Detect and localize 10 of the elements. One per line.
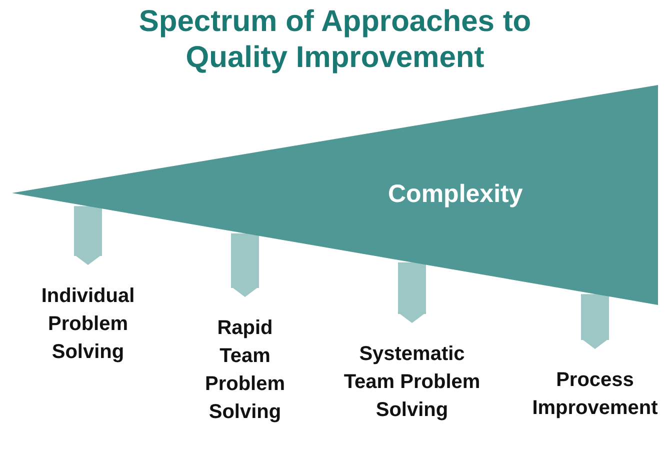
down-arrow <box>398 262 426 323</box>
down-arrow <box>231 233 259 297</box>
approach-label: Systematic Team Problem Solving <box>342 342 482 423</box>
approach-label: Rapid Team Problem Solving <box>204 316 286 425</box>
down-arrow <box>581 294 609 349</box>
wedge-label: Complexity <box>388 180 523 209</box>
title: Spectrum of Approaches to Quality Improvement <box>138 4 532 76</box>
approach-label: Individual Problem Solving <box>40 284 136 365</box>
approach-label: Process Improvement <box>531 368 659 421</box>
down-arrow <box>74 206 102 265</box>
